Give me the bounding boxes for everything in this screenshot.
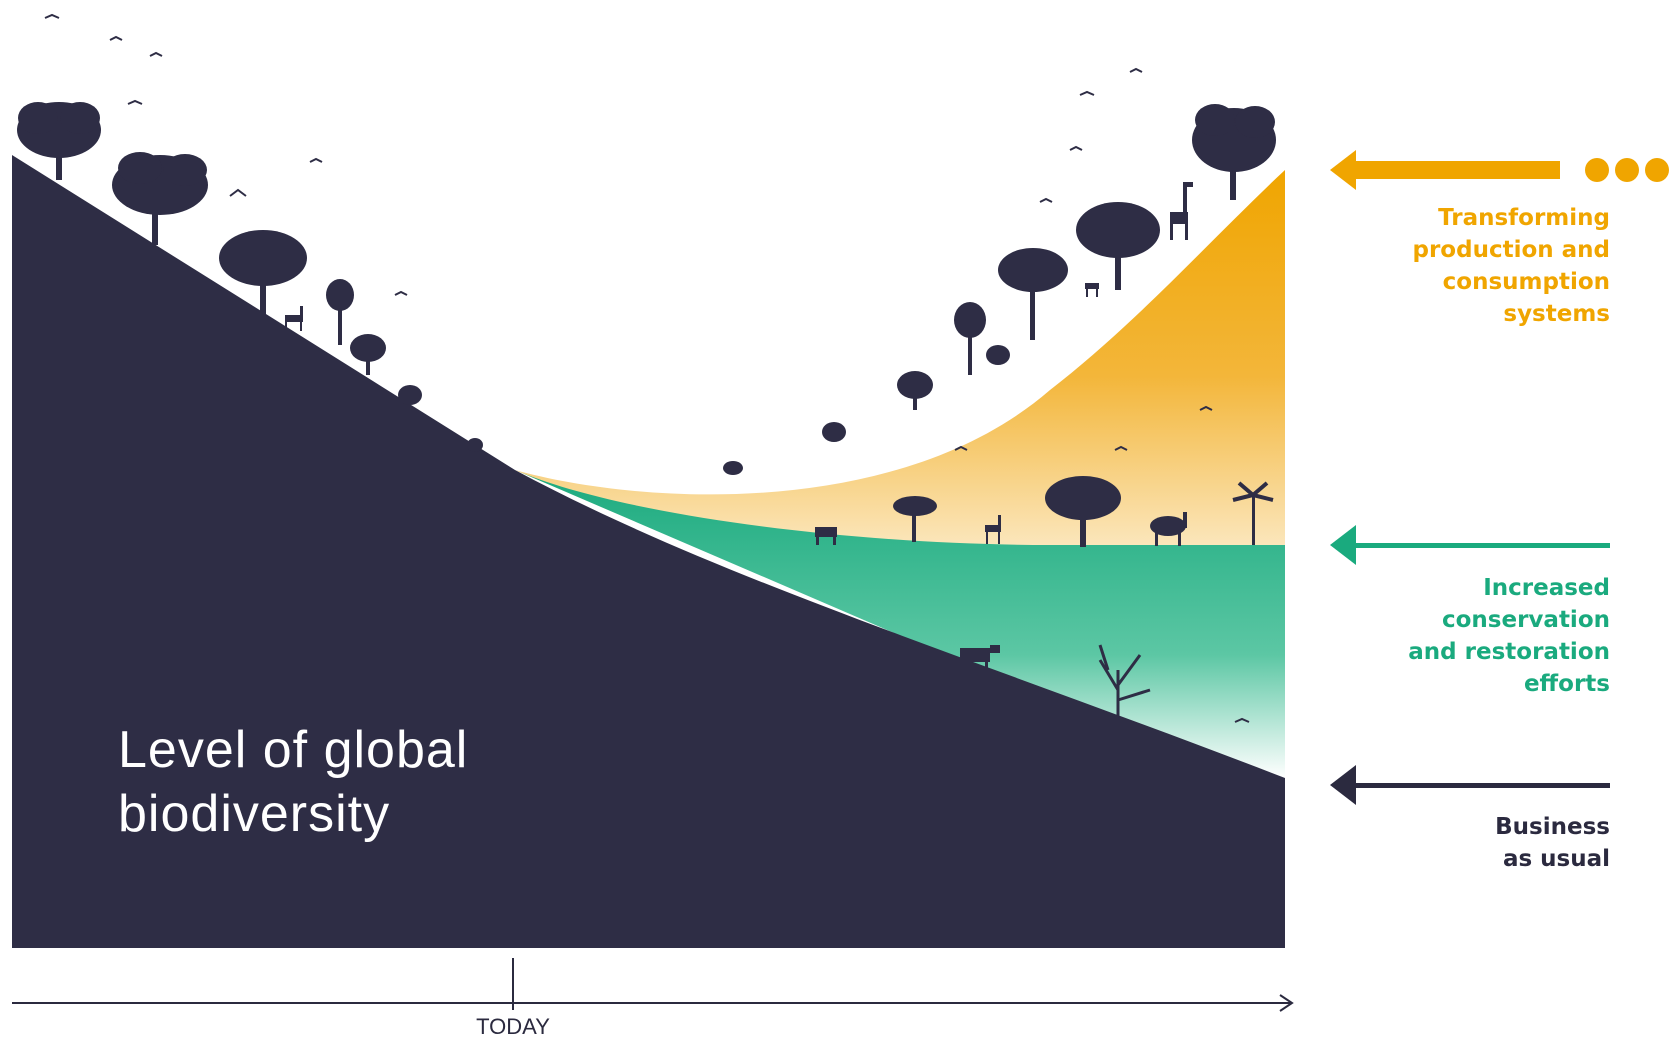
tree-icon xyxy=(467,438,483,452)
scenario-label-line: consumption xyxy=(1442,269,1610,295)
bird-icon xyxy=(394,290,408,296)
bird-icon xyxy=(1234,717,1250,723)
savanna-silhouettes xyxy=(815,476,1274,722)
tree-icon xyxy=(954,302,986,375)
tree-icon xyxy=(893,496,937,542)
business-as-usual-arrow xyxy=(1330,765,1610,805)
biodiversity-level-label: Level of global biodiversity xyxy=(118,718,468,846)
bird-icon xyxy=(954,445,968,451)
biodiversity-label-line1: Level of global xyxy=(118,721,469,779)
tree-icon xyxy=(998,248,1068,340)
bird-icon xyxy=(229,188,247,197)
business-as-usual-label: Business as usual xyxy=(1495,811,1610,875)
business-as-usual-area xyxy=(12,155,1285,948)
time-axis xyxy=(12,958,1294,1012)
tree-icon xyxy=(1192,104,1276,200)
tree-icon xyxy=(112,152,208,245)
today-label: TODAY xyxy=(476,1014,550,1039)
tree-icon xyxy=(398,385,422,405)
bird-icon xyxy=(1079,90,1095,96)
bird-icon xyxy=(127,99,143,105)
scenario-label-line: Increased xyxy=(1483,575,1610,601)
bird-icon xyxy=(109,35,123,41)
scenario-label-line: as usual xyxy=(1502,846,1610,872)
bird-icon xyxy=(44,13,60,19)
scenario-label-line: systems xyxy=(1503,301,1610,327)
tree-silhouettes-right xyxy=(723,104,1276,475)
palm-tree-icon xyxy=(1232,481,1274,545)
scenario-label-line: Transforming xyxy=(1438,205,1610,231)
conservation-scenario-label: Increased conservation and restoration e… xyxy=(1408,572,1610,700)
transforming-scenario-area xyxy=(515,170,1285,545)
tree-icon xyxy=(326,279,354,345)
conservation-scenario-area xyxy=(515,470,1285,778)
bird-icon xyxy=(309,157,323,163)
tree-icon xyxy=(1045,476,1121,547)
deer-icon xyxy=(1085,283,1099,297)
dead-tree-icon xyxy=(1098,644,1151,722)
deer-icon xyxy=(985,515,1001,544)
bird-flock xyxy=(44,13,1250,723)
tree-silhouettes-left xyxy=(17,102,483,452)
cow-icon xyxy=(815,527,837,545)
scenario-label-line: efforts xyxy=(1523,671,1610,697)
tree-icon xyxy=(723,461,743,475)
giraffe-icon xyxy=(1170,182,1193,240)
tree-icon xyxy=(897,371,933,410)
bird-icon xyxy=(149,51,163,57)
scenario-label-line: conservation xyxy=(1441,607,1610,633)
biodiversity-label-line2: biodiversity xyxy=(118,785,391,843)
camel-icon xyxy=(1150,512,1187,546)
tree-icon xyxy=(219,230,307,315)
bird-icon xyxy=(1039,197,1053,203)
scenario-label-line: Business xyxy=(1495,814,1610,840)
scenario-label-line: and restoration xyxy=(1408,639,1610,665)
bird-icon xyxy=(1199,405,1213,411)
scenario-label-line: production and xyxy=(1412,237,1611,263)
bird-icon xyxy=(1129,67,1143,73)
tree-icon xyxy=(1076,202,1160,290)
transforming-scenario-label: Transforming production and consumption … xyxy=(1413,202,1611,330)
tree-icon xyxy=(986,345,1010,365)
conservation-arrow xyxy=(1330,525,1610,565)
bird-icon xyxy=(1069,145,1083,151)
tree-icon xyxy=(350,334,386,375)
axis-arrowhead-icon xyxy=(1279,994,1294,1012)
bird-icon xyxy=(1114,445,1128,451)
deer-icon xyxy=(285,306,303,331)
tree-icon xyxy=(17,102,101,180)
tree-icon xyxy=(822,422,846,442)
transforming-arrow xyxy=(1330,150,1669,190)
cow-icon xyxy=(960,645,1000,672)
